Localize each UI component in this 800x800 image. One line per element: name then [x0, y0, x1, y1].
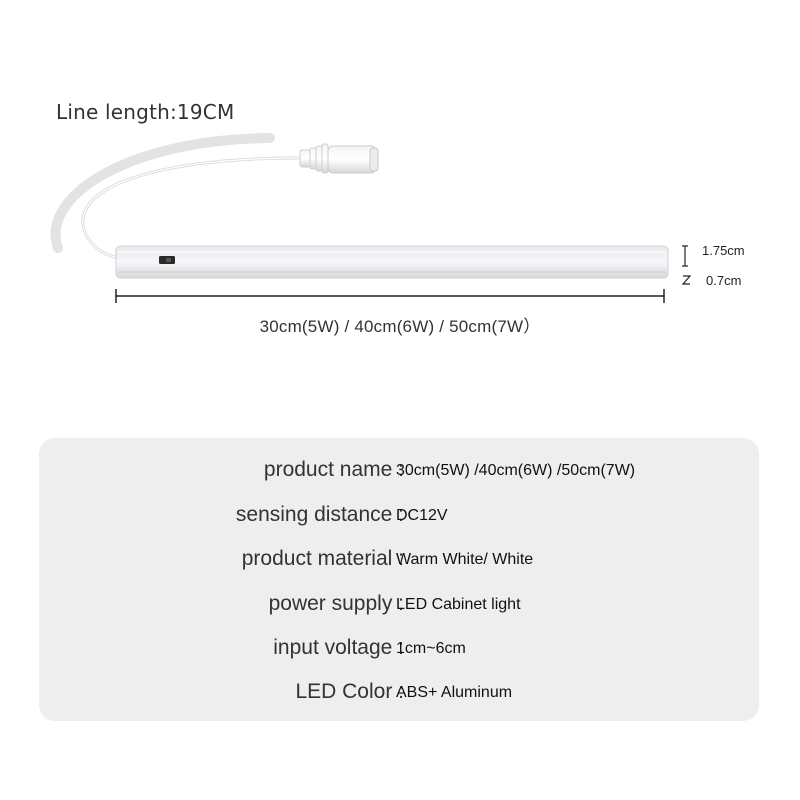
- dc-connector: [299, 143, 379, 174]
- spec-label: input voltage :: [273, 636, 404, 659]
- height-dimension-marker: [682, 245, 688, 267]
- product-illustration: [50, 133, 692, 303]
- spec-row: product name : 30cm(5W) /40cm(6W) /50cm(…: [39, 458, 759, 488]
- line-length-label: Line length:19CM: [56, 100, 235, 124]
- spec-value: LED Cabinet light: [396, 596, 521, 613]
- cable-shadow: [50, 133, 275, 253]
- depth-dimension-label: 0.7cm: [706, 273, 742, 288]
- spec-row: product material : Warm White/ White: [39, 547, 759, 577]
- spec-label: LED Color :: [295, 680, 404, 703]
- spec-row: power supply : LED Cabinet light: [39, 592, 759, 622]
- length-options-label: 30cm(5W) / 40cm(6W) / 50cm(7W）: [259, 317, 541, 336]
- spec-value: DC12V: [396, 507, 448, 524]
- spec-label: product name :: [263, 458, 404, 481]
- spec-value: 1cm~6cm: [396, 640, 466, 657]
- spec-label: sensing distance :: [235, 503, 404, 526]
- height-dimension-label: 1.75cm: [702, 243, 745, 258]
- spec-row: sensing distance : DC12V: [39, 503, 759, 533]
- depth-dimension-marker: [681, 275, 692, 285]
- length-dimension-line: [115, 289, 665, 303]
- spec-value: Warm White/ White: [396, 551, 534, 568]
- spec-value: ABS+ Aluminum: [396, 684, 513, 701]
- led-bar: [115, 245, 669, 279]
- spec-row: input voltage : 1cm~6cm: [39, 636, 759, 666]
- spec-value: 30cm(5W) /40cm(6W) /50cm(7W): [396, 462, 636, 479]
- spec-panel: product name : 30cm(5W) /40cm(6W) /50cm(…: [39, 438, 759, 721]
- spec-row: LED Color : ABS+ Aluminum: [39, 680, 759, 710]
- spec-label: product material :: [241, 547, 404, 570]
- spec-label: power supply :: [268, 592, 404, 615]
